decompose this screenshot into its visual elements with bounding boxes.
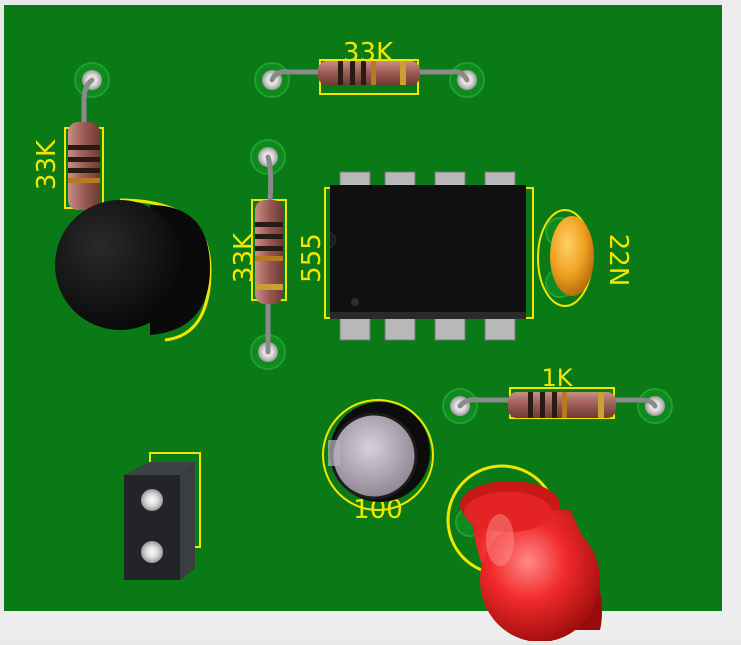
label-cap: 22N bbox=[603, 234, 633, 287]
resistor-mid: 33K bbox=[229, 139, 287, 370]
label-ic: 555 bbox=[297, 233, 327, 283]
resistor-top: 33K bbox=[254, 38, 485, 98]
resistor-right: 1K bbox=[442, 364, 673, 424]
ceramic-capacitor: 22N bbox=[537, 209, 633, 307]
resistor-left: 33K bbox=[32, 62, 110, 210]
electrolytic-capacitor: 100 bbox=[322, 399, 434, 525]
pcb-board-right-edge bbox=[722, 0, 741, 641]
red-led-icon bbox=[446, 464, 602, 642]
pin-header-icon bbox=[124, 452, 201, 580]
pin-icon bbox=[141, 541, 163, 563]
pcb-board-bottom-edge bbox=[0, 611, 741, 641]
buzzer-icon bbox=[55, 198, 212, 342]
dip8-ic-icon: 555 bbox=[297, 171, 534, 341]
label-r-top: 33K bbox=[343, 38, 394, 68]
label-r-mid: 33K bbox=[229, 232, 259, 283]
label-r-left: 33K bbox=[32, 139, 62, 190]
pin-icon bbox=[141, 489, 163, 511]
label-r-right: 1K bbox=[541, 364, 573, 392]
